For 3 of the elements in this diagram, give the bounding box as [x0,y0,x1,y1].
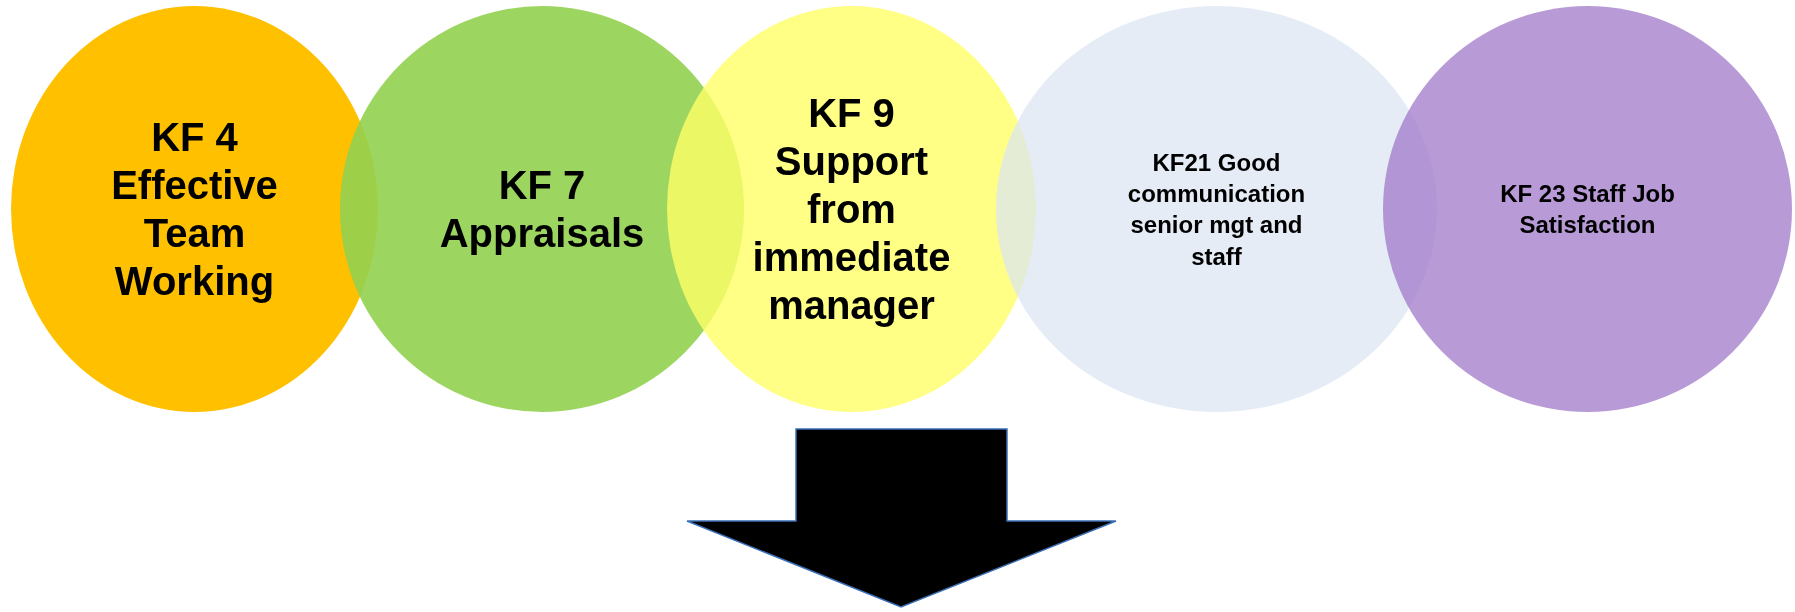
circle-label: KF 23 Staff Job Satisfaction [1462,177,1713,241]
circle-label: KF 7 Appraisals [412,161,672,257]
circle-label: KF21 Good communication senior mgt and staff [1106,146,1327,272]
